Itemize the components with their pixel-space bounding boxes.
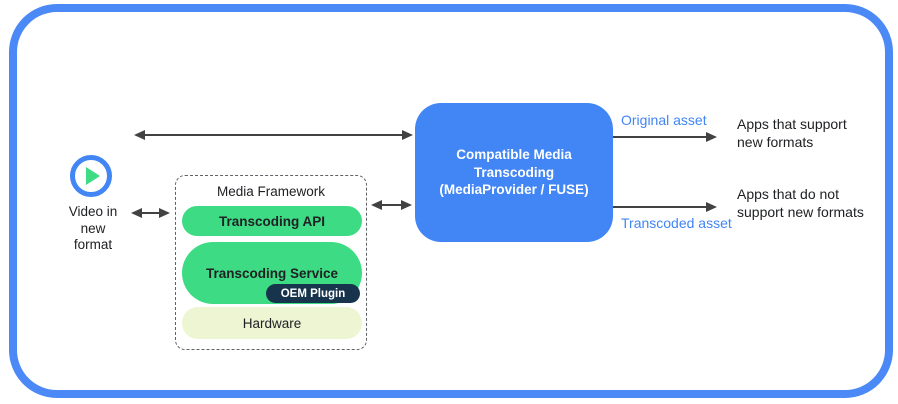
arrowhead-left-icon (131, 208, 142, 218)
arrow-source-to-framework (131, 208, 170, 218)
compatible-media-transcoding-box: Compatible Media Transcoding (MediaProvi… (415, 103, 613, 242)
arrow-framework-to-transcoder (371, 200, 412, 210)
hardware-layer: Hardware (182, 307, 362, 339)
play-triangle-icon (86, 167, 100, 185)
video-source-label: Video in new format (68, 204, 118, 252)
arrowhead-right-icon (401, 200, 412, 210)
arrowhead-right-icon (706, 202, 717, 212)
diagram-border (9, 4, 893, 398)
arrowhead-right-icon (402, 130, 413, 140)
transcoding-api-layer: Transcoding API (182, 206, 362, 236)
transcoded-asset-label: Transcoded asset (621, 215, 732, 231)
arrowhead-right-icon (706, 132, 717, 142)
media-framework-title: Media Framework (216, 184, 326, 199)
arrow-transcoded-asset (613, 202, 717, 212)
arrowhead-right-icon (159, 208, 170, 218)
oem-plugin-badge: OEM Plugin (266, 284, 360, 303)
arrowhead-left-icon (134, 130, 145, 140)
apps-not-support-new-formats-label: Apps that do not support new formats (737, 186, 864, 220)
apps-support-new-formats-label: Apps that support new formats (737, 116, 847, 150)
original-asset-label: Original asset (621, 112, 707, 128)
video-play-icon (70, 155, 112, 197)
arrow-original-asset (613, 132, 717, 142)
arrowhead-left-icon (371, 200, 382, 210)
transcoding-service-label: Transcoding Service (205, 265, 339, 281)
transcoding-service-layer: Transcoding Service OEM Plugin (182, 242, 362, 304)
arrow-source-to-transcoder (134, 130, 413, 140)
